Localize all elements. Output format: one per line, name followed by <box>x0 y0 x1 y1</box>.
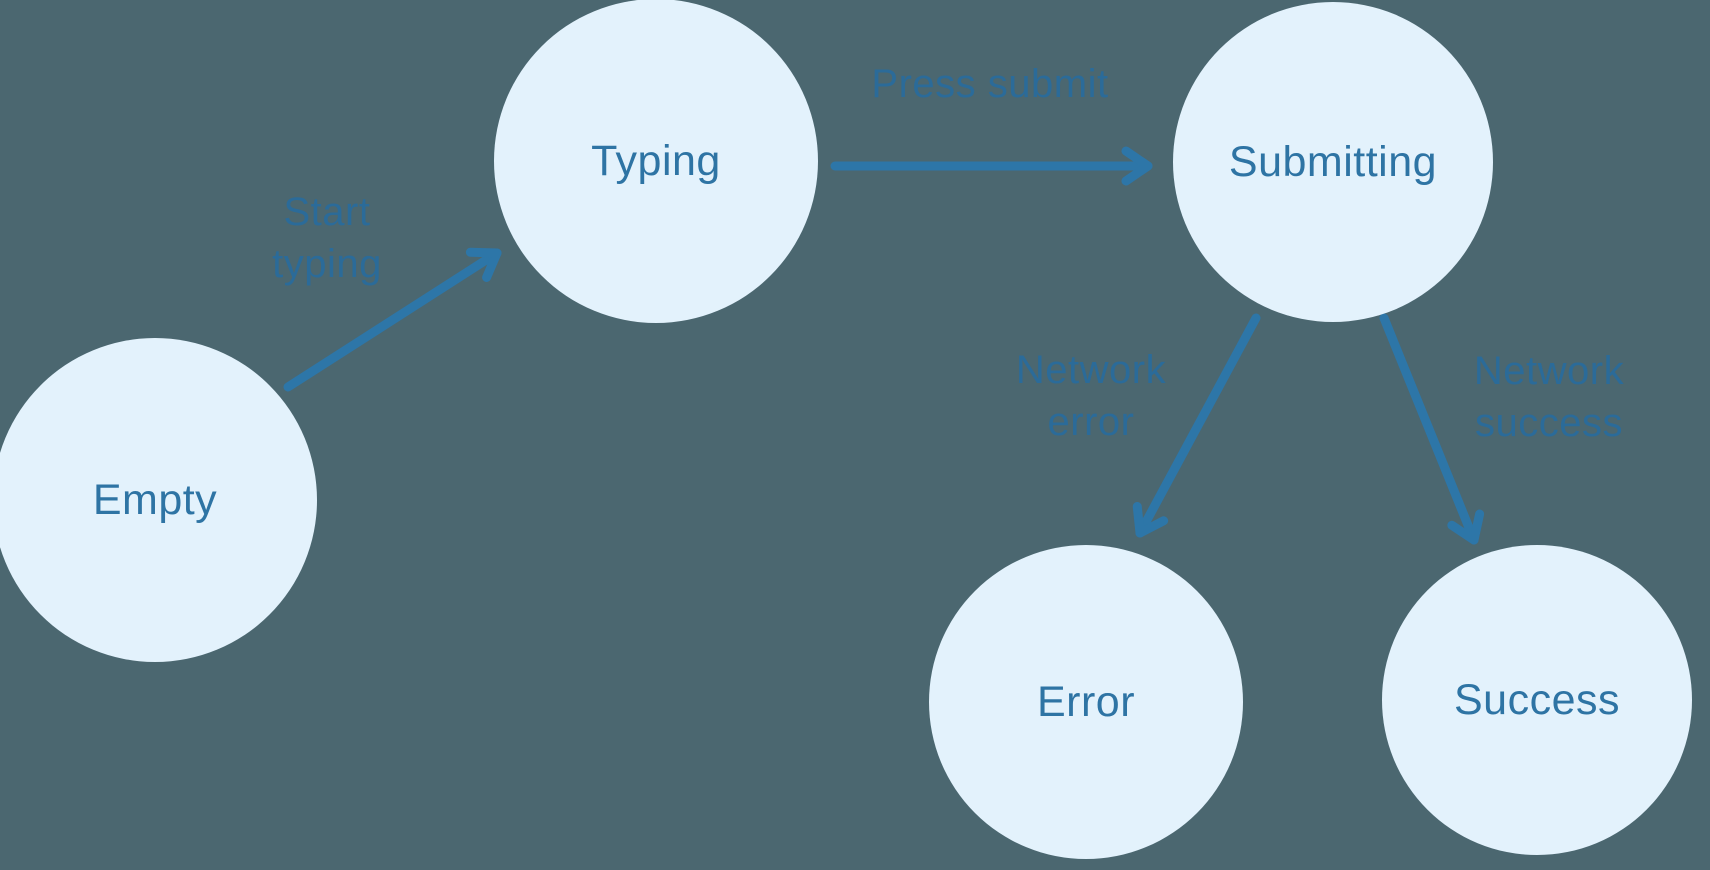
transition-label-network-error: Network error <box>1015 348 1167 444</box>
state-label-empty: Empty <box>92 475 218 524</box>
state-node-error: Error <box>929 545 1243 859</box>
state-node-submitting: Submitting <box>1173 2 1493 322</box>
transition-label-start-typing: Start typing <box>272 190 382 286</box>
arrow-submitting-to-error <box>1132 313 1261 538</box>
arrow-submitting-to-success <box>1379 313 1485 545</box>
transition-label-network-success: Network success <box>1473 349 1625 445</box>
state-label-typing: Typing <box>591 136 721 185</box>
state-label-success: Success <box>1453 675 1620 724</box>
state-node-typing: Typing <box>494 0 818 323</box>
state-node-empty: Empty <box>0 338 317 662</box>
state-node-success: Success <box>1382 545 1692 855</box>
arrow-empty-to-typing <box>283 247 502 392</box>
transition-label-press-submit: Press submit <box>871 62 1109 106</box>
state-label-submitting: Submitting <box>1228 137 1438 186</box>
state-label-error: Error <box>1036 677 1136 726</box>
